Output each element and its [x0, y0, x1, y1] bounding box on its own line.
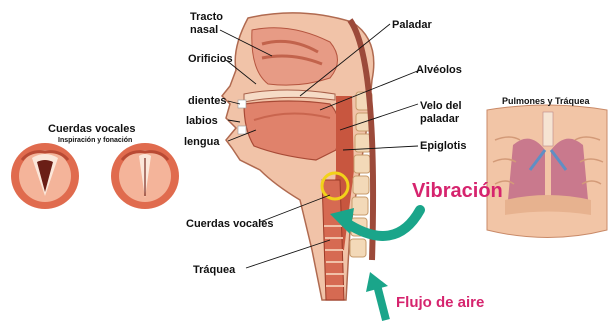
vibration-callout: Vibración	[412, 180, 503, 203]
lungs-trachea-image	[487, 105, 607, 238]
airflow-callout: Flujo de aire	[396, 294, 484, 311]
head-sagittal-section	[222, 13, 374, 300]
vocal-cords-inspiration-image	[11, 143, 79, 209]
label-nasal-tract-line1: Tracto	[190, 11, 223, 23]
vocal-cords-panel-subtitle: Inspiración y fonación	[58, 137, 132, 144]
label-nostrils: Orificios	[188, 53, 233, 65]
label-tongue: lengua	[184, 136, 219, 148]
airflow-arrow	[377, 285, 386, 320]
label-lips: labios	[186, 115, 218, 127]
label-palate: Paladar	[392, 19, 432, 31]
vocal-cords-phonation-image	[111, 143, 179, 209]
label-velum-line1: Velo del	[420, 100, 462, 112]
label-alveoli: Alvéolos	[416, 64, 462, 76]
label-nasal-tract-line2: nasal	[190, 24, 218, 36]
label-teeth: dientes	[188, 95, 227, 107]
label-velum-line2: paladar	[420, 113, 459, 125]
vocal-cords-panel-title: Cuerdas vocales	[48, 123, 135, 135]
lungs-panel-title: Pulmones y Tráquea	[502, 96, 590, 106]
label-epiglottis: Epiglotis	[420, 140, 466, 152]
label-vocal-cords: Cuerdas vocales	[186, 218, 273, 230]
airflow-arrowhead	[366, 272, 388, 292]
label-trachea: Tráquea	[193, 264, 235, 276]
